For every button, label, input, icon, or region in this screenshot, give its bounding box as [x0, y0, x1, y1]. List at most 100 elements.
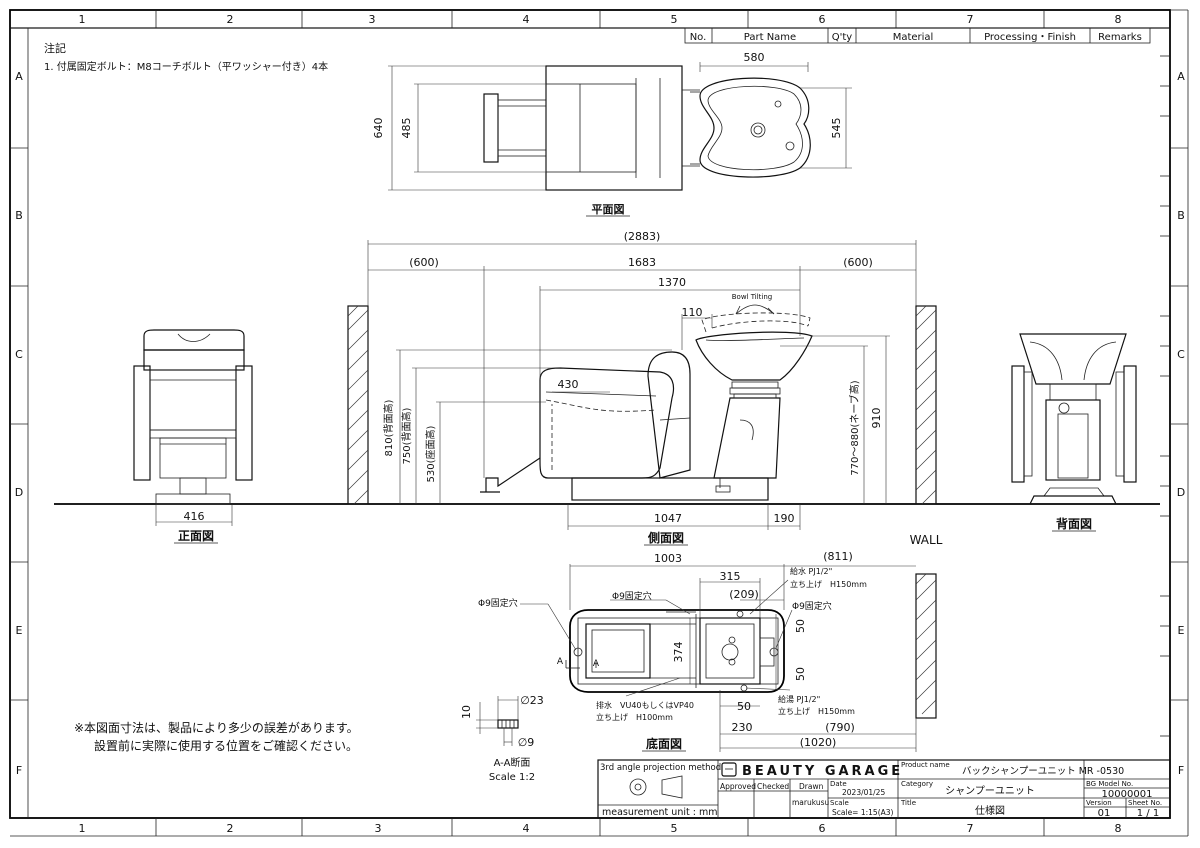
water-supply-line-1: 給水 PJ1/2"	[790, 566, 832, 576]
col-label-top-1: 1	[79, 13, 86, 26]
bottom-dim-pipe-a: 315	[720, 570, 741, 583]
caution-line-2: 設置前に実際に使用する位置をご確認ください。	[94, 738, 358, 753]
category-value: シャンプーユニット	[945, 785, 1035, 797]
parts-table: No. Part Name Q'ty Material Processing・F…	[684, 27, 1151, 44]
row-label-right-A: A	[1177, 70, 1185, 83]
sheet-label: Sheet No.	[1128, 799, 1162, 807]
plan-view-label: 平面図	[592, 202, 625, 216]
side-dim-overall: (2883)	[624, 230, 661, 243]
plan-dimensions	[388, 62, 852, 191]
title-label: Title	[900, 799, 916, 807]
bg-model: 10000001	[1102, 789, 1153, 800]
section-dim-dia-9: ∅9	[518, 736, 535, 749]
drawn-label: Drawn	[799, 782, 824, 791]
parts-header-remarks: Remarks	[1098, 32, 1142, 43]
projection-method: 3rd angle projection method	[600, 763, 721, 773]
brand-logo-icon	[721, 762, 737, 777]
parts-header-material: Material	[893, 32, 934, 43]
bottom-dim-pipe-b: (209)	[729, 588, 759, 601]
sheet-value: 1 / 1	[1137, 808, 1159, 819]
hot-water-line-1: 給湯 PJ1/2"	[778, 694, 820, 704]
date-label: Date	[830, 780, 847, 788]
product-name-label: Product name	[901, 761, 950, 769]
product-name: バックシャンプーユニット MR -0530	[962, 766, 1124, 777]
drain-line-2: 立ち上げ H100mm	[596, 712, 673, 722]
drain-line-1: 排水 VU40もしくはVP40	[596, 700, 694, 710]
title-block	[597, 759, 1171, 819]
col-label-top-5: 5	[671, 13, 678, 26]
side-dim-neck-height: 770～880(ネーブ高)	[848, 380, 861, 475]
brand-name: BEAUTY GARAGE	[742, 764, 903, 779]
side-wall-right	[915, 305, 937, 505]
bottom-dim-pitch-2: 50	[794, 667, 807, 681]
side-dim-rear-gap: 190	[774, 512, 795, 525]
plan-dim-bowl-depth: 545	[830, 118, 843, 139]
col-label-bottom-8: 8	[1115, 822, 1122, 835]
row-label-left-F: F	[16, 764, 22, 777]
version-label: Version	[1086, 799, 1112, 807]
row-label-right-F: F	[1178, 764, 1184, 777]
col-label-top-8: 8	[1115, 13, 1122, 26]
plan-dim-chair-depth: 485	[400, 118, 413, 139]
col-label-bottom-1: 1	[79, 822, 86, 835]
bottom-dim-depth: 374	[672, 642, 685, 663]
wall-label: WALL	[910, 533, 943, 547]
col-label-bottom-2: 2	[227, 822, 234, 835]
notes-title: 注記	[44, 41, 66, 55]
back-view-label: 背面図	[1056, 516, 1092, 531]
fix-hole-top: Φ9固定穴	[612, 590, 652, 602]
water-supply-line-2: 立ち上げ H150mm	[790, 579, 867, 589]
col-label-bottom-5: 5	[671, 822, 678, 835]
side-dim-armrest-height: 750(背面高)	[400, 407, 413, 464]
bottom-view	[565, 609, 785, 693]
bottom-wall	[915, 573, 937, 719]
row-label-left-B: B	[15, 209, 23, 222]
col-label-top-4: 4	[523, 13, 530, 26]
front-view	[133, 329, 253, 505]
bottom-dim-length: 1003	[654, 552, 682, 565]
col-label-top-7: 7	[967, 13, 974, 26]
side-dim-front-clear: (600)	[409, 256, 439, 269]
row-label-right-B: B	[1177, 209, 1185, 222]
section-label: A-A断面	[494, 756, 531, 769]
bottom-dim-pitch-1: 50	[794, 619, 807, 633]
col-label-bottom-6: 6	[819, 822, 826, 835]
back-view	[1011, 333, 1137, 505]
side-dim-back-height: 810(背面高)	[382, 399, 395, 456]
front-dim-width: 416	[184, 510, 205, 523]
side-dim-offset: 110	[682, 306, 703, 319]
col-label-bottom-7: 7	[967, 822, 974, 835]
front-view-label: 正面図	[178, 529, 214, 543]
side-dim-seat-height: 530(座面高)	[424, 425, 437, 482]
checked-label: Checked	[757, 782, 789, 791]
bottom-dim-790: (790)	[825, 721, 855, 734]
side-dim-length: 1683	[628, 256, 656, 269]
parts-header-processing: Processing・Finish	[984, 32, 1076, 43]
section-mark-left: A	[557, 657, 564, 667]
bottom-dim-to-wall: (811)	[823, 550, 853, 563]
section-scale: Scale 1:2	[489, 772, 535, 783]
column-ticks	[155, 10, 1045, 836]
category-label: Category	[901, 780, 933, 788]
row-label-right-E: E	[1178, 624, 1185, 637]
side-dim-base-length: 1047	[654, 512, 682, 525]
drawn-by: marukusu	[792, 798, 830, 807]
approved-label: Approved	[720, 782, 756, 791]
parts-header-name: Part Name	[744, 32, 796, 43]
section-a-a	[476, 696, 519, 746]
version-value: 01	[1098, 808, 1111, 819]
side-view	[480, 304, 813, 501]
outer-frame	[9, 9, 1171, 819]
side-dim-rear-clear: (600)	[843, 256, 873, 269]
notes-line-1: 1. 付属固定ボルト：M8コーチボルト（平ワッシャー付き）4本	[44, 60, 328, 73]
bottom-view-label: 底面図	[646, 736, 682, 751]
scale-value: Scale= 1:15(A3)	[832, 808, 894, 817]
fix-hole-left: Φ9固定穴	[478, 597, 518, 609]
row-label-left-E: E	[16, 624, 23, 637]
bottom-dim-1020: (1020)	[800, 736, 837, 749]
plan-view	[483, 65, 811, 191]
row-label-right-D: D	[1177, 486, 1185, 499]
side-dim-seat-depth: 430	[558, 378, 579, 391]
section-mark-right: A	[593, 659, 600, 669]
col-label-top-2: 2	[227, 13, 234, 26]
